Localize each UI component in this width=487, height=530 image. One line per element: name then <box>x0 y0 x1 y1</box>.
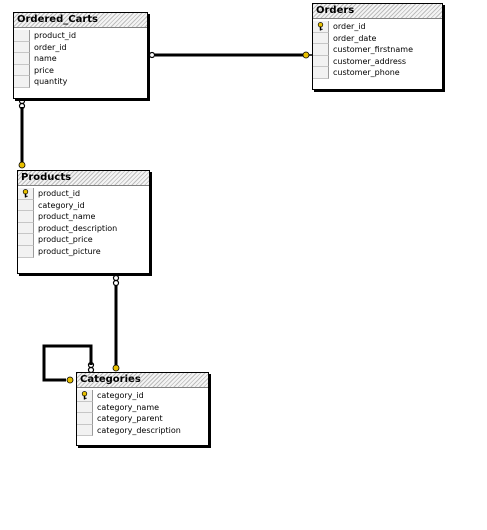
row-selector-cell <box>313 32 329 45</box>
row-selector-cell <box>77 401 93 414</box>
primary-key-cell <box>313 21 329 33</box>
key-icon <box>22 188 29 198</box>
column-row[interactable]: product_id <box>18 188 149 200</box>
column-name: name <box>34 54 57 64</box>
column-row[interactable]: category_parent <box>77 413 208 425</box>
row-selector-cell <box>14 30 30 42</box>
column-name: product_picture <box>38 246 101 256</box>
table-title: Ordered_Carts <box>14 13 147 28</box>
key-icon <box>112 364 120 372</box>
column-row[interactable]: price <box>14 64 147 77</box>
relation-products-categories <box>112 274 120 372</box>
column-name: category_id <box>97 391 144 400</box>
column-row[interactable]: category_id <box>18 199 149 212</box>
row-selector-cell <box>77 424 93 437</box>
key-icon <box>66 376 74 384</box>
column-name: category_id <box>38 200 85 210</box>
column-row[interactable]: product_id <box>14 30 147 42</box>
row-selector-cell <box>313 44 329 56</box>
column-name: category_name <box>97 402 160 412</box>
column-name: product_price <box>38 235 93 245</box>
primary-key-cell <box>18 188 34 200</box>
column-row[interactable]: product_name <box>18 211 149 223</box>
row-selector-cell <box>14 76 30 88</box>
column-row[interactable]: product_picture <box>18 245 149 258</box>
row-selector-cell <box>14 41 30 54</box>
relation-ordered-carts-orders <box>143 51 313 59</box>
column-row[interactable]: customer_firstname <box>313 44 442 56</box>
table-products[interactable]: Products product_id category_id product_na… <box>17 170 150 274</box>
column-name: customer_phone <box>333 68 400 78</box>
row-selector-cell <box>14 64 30 77</box>
column-name: order_date <box>333 33 377 43</box>
row-selector-cell <box>18 199 34 212</box>
table-title: Categories <box>77 373 208 388</box>
column-name: order_id <box>333 22 366 31</box>
column-row[interactable]: name <box>14 53 147 65</box>
column-name: product_description <box>38 223 118 233</box>
row-selector-cell <box>18 245 34 258</box>
column-name: customer_firstname <box>333 45 413 55</box>
column-name: quantity <box>34 77 68 87</box>
table-orders[interactable]: Orders order_id order_date customer_firstn… <box>312 3 443 90</box>
key-icon <box>317 21 324 31</box>
column-row[interactable]: category_id <box>77 390 208 402</box>
column-name: order_id <box>34 42 67 52</box>
infinity-icon <box>112 274 120 287</box>
column-row[interactable]: customer_phone <box>313 67 442 79</box>
column-row[interactable]: order_id <box>313 21 442 33</box>
column-row[interactable]: order_date <box>313 32 442 45</box>
column-name: product_name <box>38 212 96 222</box>
column-name: product_id <box>38 189 81 198</box>
key-icon <box>302 51 313 59</box>
column-row[interactable]: product_description <box>18 222 149 235</box>
column-row[interactable]: product_price <box>18 234 149 246</box>
column-name: product_id <box>34 31 77 40</box>
column-row[interactable]: category_description <box>77 424 208 437</box>
column-row[interactable]: category_name <box>77 401 208 414</box>
relation-ordered-carts-products <box>18 97 26 169</box>
column-name: category_description <box>97 425 181 435</box>
row-selector-cell <box>313 67 329 79</box>
table-title: Products <box>18 171 149 186</box>
table-title: Orders <box>313 4 442 19</box>
row-selector-cell <box>14 53 30 65</box>
primary-key-cell <box>77 390 93 402</box>
row-selector-cell <box>313 55 329 68</box>
column-name: price <box>34 65 54 75</box>
key-icon <box>81 390 88 400</box>
row-selector-cell <box>18 234 34 246</box>
column-name: customer_address <box>333 56 407 66</box>
row-selector-cell <box>18 211 34 223</box>
row-selector-cell <box>18 222 34 235</box>
column-row[interactable]: order_id <box>14 41 147 54</box>
row-selector-cell <box>77 413 93 425</box>
column-row[interactable]: customer_address <box>313 55 442 68</box>
column-name: category_parent <box>97 414 163 424</box>
column-row[interactable]: quantity <box>14 76 147 88</box>
key-icon <box>18 161 26 169</box>
